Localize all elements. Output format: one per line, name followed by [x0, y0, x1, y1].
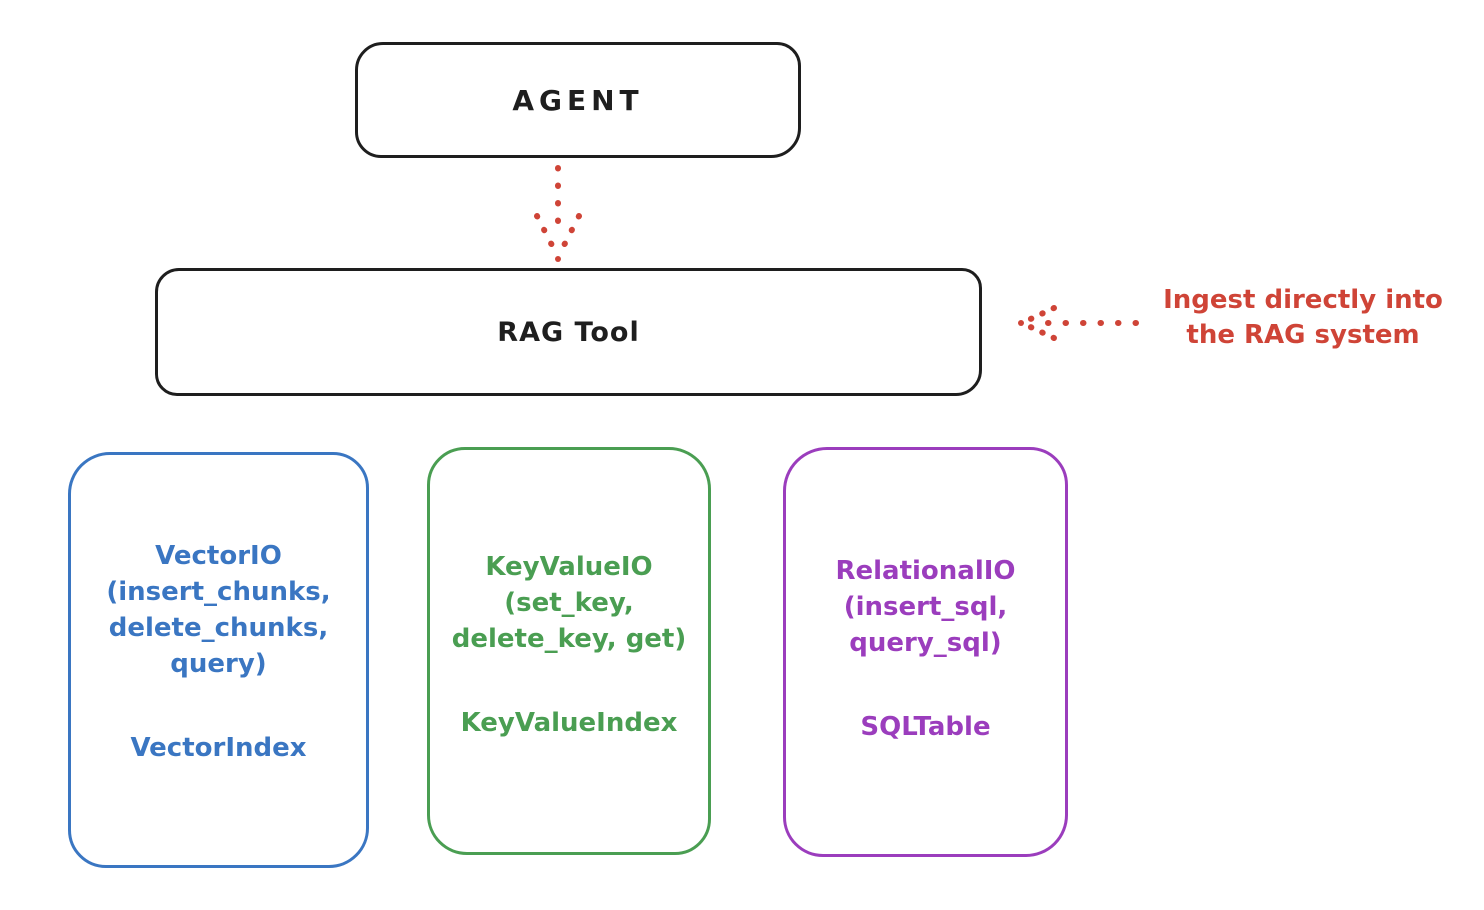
- rag-tool-label: RAG Tool: [497, 316, 640, 348]
- keyvalue-index-label: KeyValueIndex: [460, 707, 678, 738]
- vector-index-label: VectorIndex: [130, 732, 307, 763]
- relational-io-node: RelationalIO (insert_sql, query_sql) SQL…: [783, 447, 1068, 857]
- keyvalue-io-label: KeyValueIO (set_key, delete_key, get): [451, 552, 687, 654]
- relational-index-label: SQLTable: [860, 711, 991, 742]
- agent-node: AGENT: [355, 42, 801, 158]
- ingest-arrow-icon: [1018, 305, 1139, 341]
- relational-io-label: RelationalIO (insert_sql, query_sql): [835, 556, 1016, 658]
- rag-tool-node: RAG Tool: [155, 268, 982, 396]
- ingest-annotation: Ingest directly into the RAG system: [1163, 285, 1443, 351]
- vector-io-node: VectorIO (insert_chunks, delete_chunks, …: [68, 452, 369, 868]
- agent-label: AGENT: [512, 83, 644, 117]
- keyvalue-io-node: KeyValueIO (set_key, delete_key, get) Ke…: [427, 447, 711, 855]
- agent-to-rag-arrow-icon: [534, 165, 582, 262]
- vector-io-label: VectorIO (insert_chunks, delete_chunks, …: [106, 541, 331, 679]
